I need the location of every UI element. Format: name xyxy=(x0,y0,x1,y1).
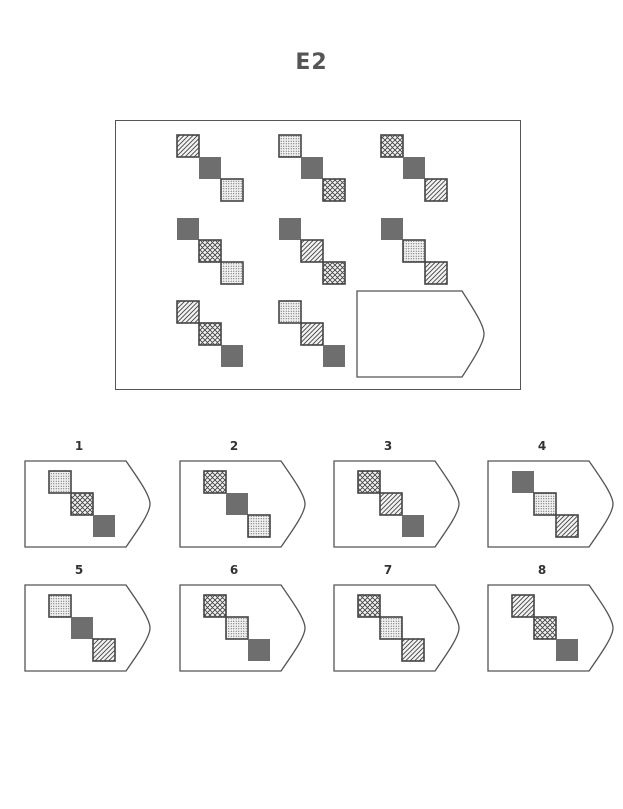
option-3-card[interactable] xyxy=(333,460,460,548)
option-2-figure-square-1 xyxy=(203,470,227,494)
option-1-card[interactable] xyxy=(24,460,151,548)
option-1-figure-square-2 xyxy=(70,492,94,516)
option-4-figure-square-1 xyxy=(512,471,534,493)
option-4-panel xyxy=(487,460,614,548)
option-8-panel xyxy=(487,584,614,672)
option-1-figure-square-3 xyxy=(93,515,115,537)
option-6-figure xyxy=(203,594,270,661)
option-5-figure-square-1 xyxy=(48,594,72,618)
option-1-figure xyxy=(48,470,115,537)
option-5-figure-square-2 xyxy=(71,617,93,639)
option-3-figure-square-1 xyxy=(357,470,381,494)
puzzle-title: E2 xyxy=(295,50,328,75)
option-7-panel xyxy=(333,584,460,672)
option-6-panel xyxy=(179,584,306,672)
option-7-figure xyxy=(357,594,425,662)
option-2-figure-square-2 xyxy=(226,493,248,515)
option-3-figure xyxy=(357,470,424,537)
option-4-number: 4 xyxy=(537,439,547,453)
option-8-figure-square-2 xyxy=(533,616,557,640)
option-6-figure-square-2 xyxy=(225,616,249,640)
option-8-number: 8 xyxy=(537,563,547,577)
option-8-figure-square-3 xyxy=(556,639,578,661)
option-3-figure-square-3 xyxy=(402,515,424,537)
option-8-card[interactable] xyxy=(487,584,614,672)
option-7-card[interactable] xyxy=(333,584,460,672)
option-8-figure-square-1 xyxy=(511,594,535,618)
option-6-number: 6 xyxy=(229,563,239,577)
option-5-card[interactable] xyxy=(24,584,151,672)
option-5-figure-square-3 xyxy=(92,638,116,662)
option-8-figure xyxy=(511,594,578,661)
option-6-card[interactable] xyxy=(179,584,306,672)
option-4-figure-square-3 xyxy=(555,514,579,538)
puzzle-matrix-frame xyxy=(115,120,521,390)
option-5-figure xyxy=(48,594,116,662)
option-7-figure-square-3 xyxy=(401,638,425,662)
option-3-figure-square-2 xyxy=(379,492,403,516)
option-5-number: 5 xyxy=(74,563,84,577)
option-2-panel xyxy=(179,460,306,548)
option-4-figure-square-2 xyxy=(533,492,557,516)
option-6-figure-square-1 xyxy=(203,594,227,618)
option-6-figure-square-3 xyxy=(248,639,270,661)
option-1-panel xyxy=(24,460,151,548)
option-2-figure-square-3 xyxy=(247,514,271,538)
option-7-number: 7 xyxy=(383,563,393,577)
option-4-card[interactable] xyxy=(487,460,614,548)
option-1-figure-square-1 xyxy=(48,470,72,494)
option-2-number: 2 xyxy=(229,439,239,453)
option-4-figure xyxy=(512,471,579,538)
option-1-number: 1 xyxy=(74,439,84,453)
option-5-panel xyxy=(24,584,151,672)
option-7-figure-square-2 xyxy=(379,616,403,640)
option-3-panel xyxy=(333,460,460,548)
option-2-figure xyxy=(203,470,271,538)
option-3-number: 3 xyxy=(383,439,393,453)
option-7-figure-square-1 xyxy=(357,594,381,618)
option-2-card[interactable] xyxy=(179,460,306,548)
